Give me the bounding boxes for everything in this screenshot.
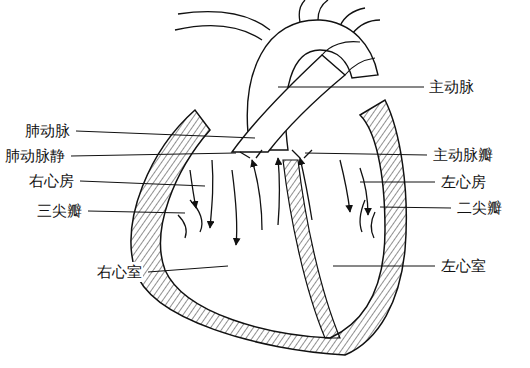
part-label: 三尖瓣 bbox=[36, 201, 83, 221]
part-label: 左心房 bbox=[440, 172, 487, 192]
part-label: 肺动脉 bbox=[24, 121, 71, 141]
part-label: 主动脉 bbox=[428, 77, 475, 97]
valve-flaps bbox=[178, 150, 375, 238]
septum bbox=[283, 160, 340, 338]
part-label: 肺动脉静 bbox=[4, 146, 66, 166]
part-label: 右心室 bbox=[96, 262, 143, 282]
flow-arrows bbox=[190, 158, 368, 245]
leader-lines bbox=[71, 87, 451, 272]
part-label: 左心室 bbox=[440, 256, 487, 276]
part-label: 主动脉瓣 bbox=[432, 145, 494, 165]
part-label: 二尖瓣 bbox=[456, 198, 503, 218]
part-label: 右心房 bbox=[28, 171, 75, 191]
pulmonary-branch bbox=[322, 42, 375, 75]
